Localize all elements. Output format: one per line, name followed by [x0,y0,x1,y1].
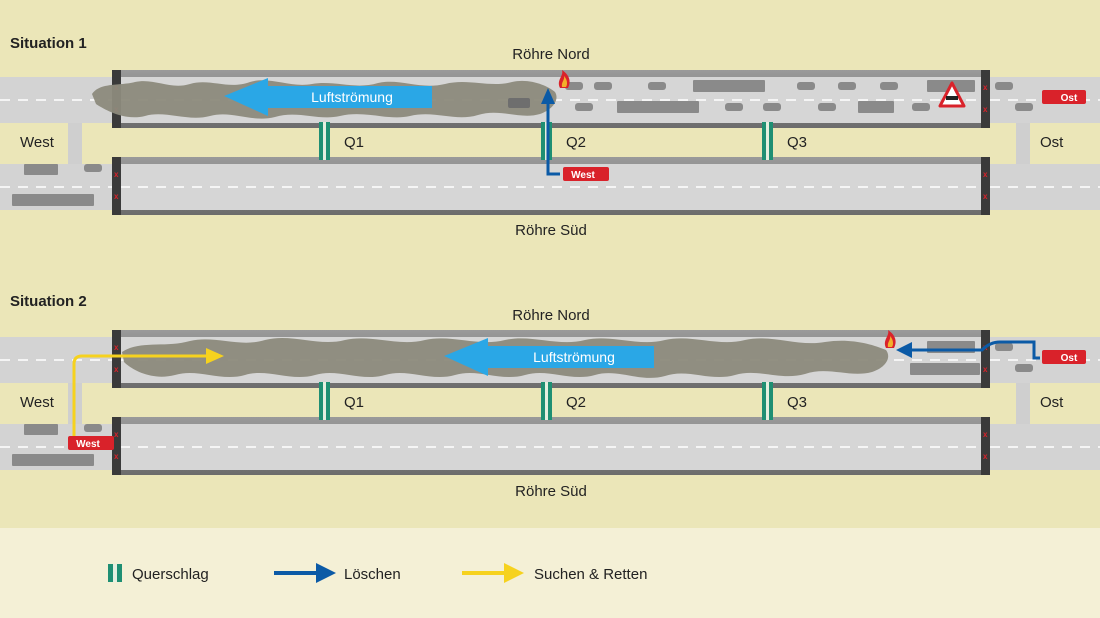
svg-text:x: x [114,192,119,201]
fire-brigade-east: Ost [1042,350,1086,364]
svg-text:x: x [983,83,988,92]
airflow-arrow: Luftströmung [224,78,432,116]
svg-text:x: x [983,452,988,461]
fire-brigade-west-label: West [76,439,100,450]
east-label: Ost [1040,394,1064,411]
west-label: West [20,394,55,411]
svg-text:x: x [983,430,988,439]
legend-item-extinguish: Löschen [274,563,401,583]
svg-text:x: x [114,452,119,461]
south-tube-label: Röhre Süd [515,222,587,239]
svg-text:x: x [983,192,988,201]
fire-brigade-east: Ost [1042,90,1086,104]
cross-passage-q1: Q1 [319,122,364,160]
legend-item-search-rescue: Suchen & Retten [462,563,647,583]
cross-passages: Q1 Q2 Q3 [319,382,807,420]
fire-icon [558,70,570,88]
crossing-label-q3: Q3 [787,134,807,151]
west-label: West [20,134,55,151]
north-tube-label: Röhre Nord [512,307,590,324]
crossing-label-q3: Q3 [787,394,807,411]
situation-1-title: Situation 1 [10,35,87,52]
south-tube [112,157,990,215]
svg-text:x: x [114,430,119,439]
search-rescue-route [72,348,224,436]
situation-1: Situation 1 x x x x [0,35,1100,239]
fire-brigade-west: West [68,436,114,450]
situation-2-title: Situation 2 [10,293,87,310]
crossing-label-q1: Q1 [344,134,364,151]
airflow-label: Luftströmung [533,349,615,365]
cross-passage-q1: Q1 [319,382,364,420]
cross-passage-q3: Q3 [762,382,807,420]
east-connector [1016,383,1030,424]
cross-passages: Q1 Q2 Q3 [319,122,807,160]
extinguish-route [896,340,1040,360]
fire-brigade-west-label: West [571,170,595,181]
extinguish-route [541,88,560,176]
south-tube [112,417,990,475]
airflow-label: Luftströmung [311,89,393,105]
east-connector [1016,123,1030,164]
cross-passage-q2: Q2 [541,382,586,420]
situation-2: Situation 2 xx xx xx xx [0,293,1100,500]
legend-extinguish-label: Löschen [344,566,401,583]
airflow-arrow: Luftströmung [444,338,654,376]
warning-sign-icon [938,81,966,108]
svg-text:x: x [114,365,119,374]
svg-text:x: x [983,170,988,179]
fire-brigade-east-label: Ost [1061,93,1078,104]
crossing-label-q1: Q1 [344,394,364,411]
south-tube-label: Röhre Süd [515,483,587,500]
svg-text:x: x [114,170,119,179]
crossing-label-q2: Q2 [566,134,586,151]
queued-vehicles [12,80,1033,206]
svg-text:x: x [983,105,988,114]
fire-brigade-west: West [563,167,609,181]
fire-icon [884,330,896,348]
north-tube-label: Röhre Nord [512,46,590,63]
legend-search-rescue-label: Suchen & Retten [534,566,647,583]
fire-brigade-east-label: Ost [1061,353,1078,364]
legend: Querschlag Löschen Suchen & Retten [0,528,1100,618]
svg-text:x: x [983,365,988,374]
west-connector [68,123,82,164]
crossing-label-q2: Q2 [566,394,586,411]
legend-item-cross-passage: Querschlag [108,564,209,583]
east-label: Ost [1040,134,1064,151]
svg-text:x: x [114,343,119,352]
cross-passage-q3: Q3 [762,122,807,160]
portal-barriers: xx xx xx xx [112,330,990,475]
legend-cross-passage-label: Querschlag [132,566,209,583]
